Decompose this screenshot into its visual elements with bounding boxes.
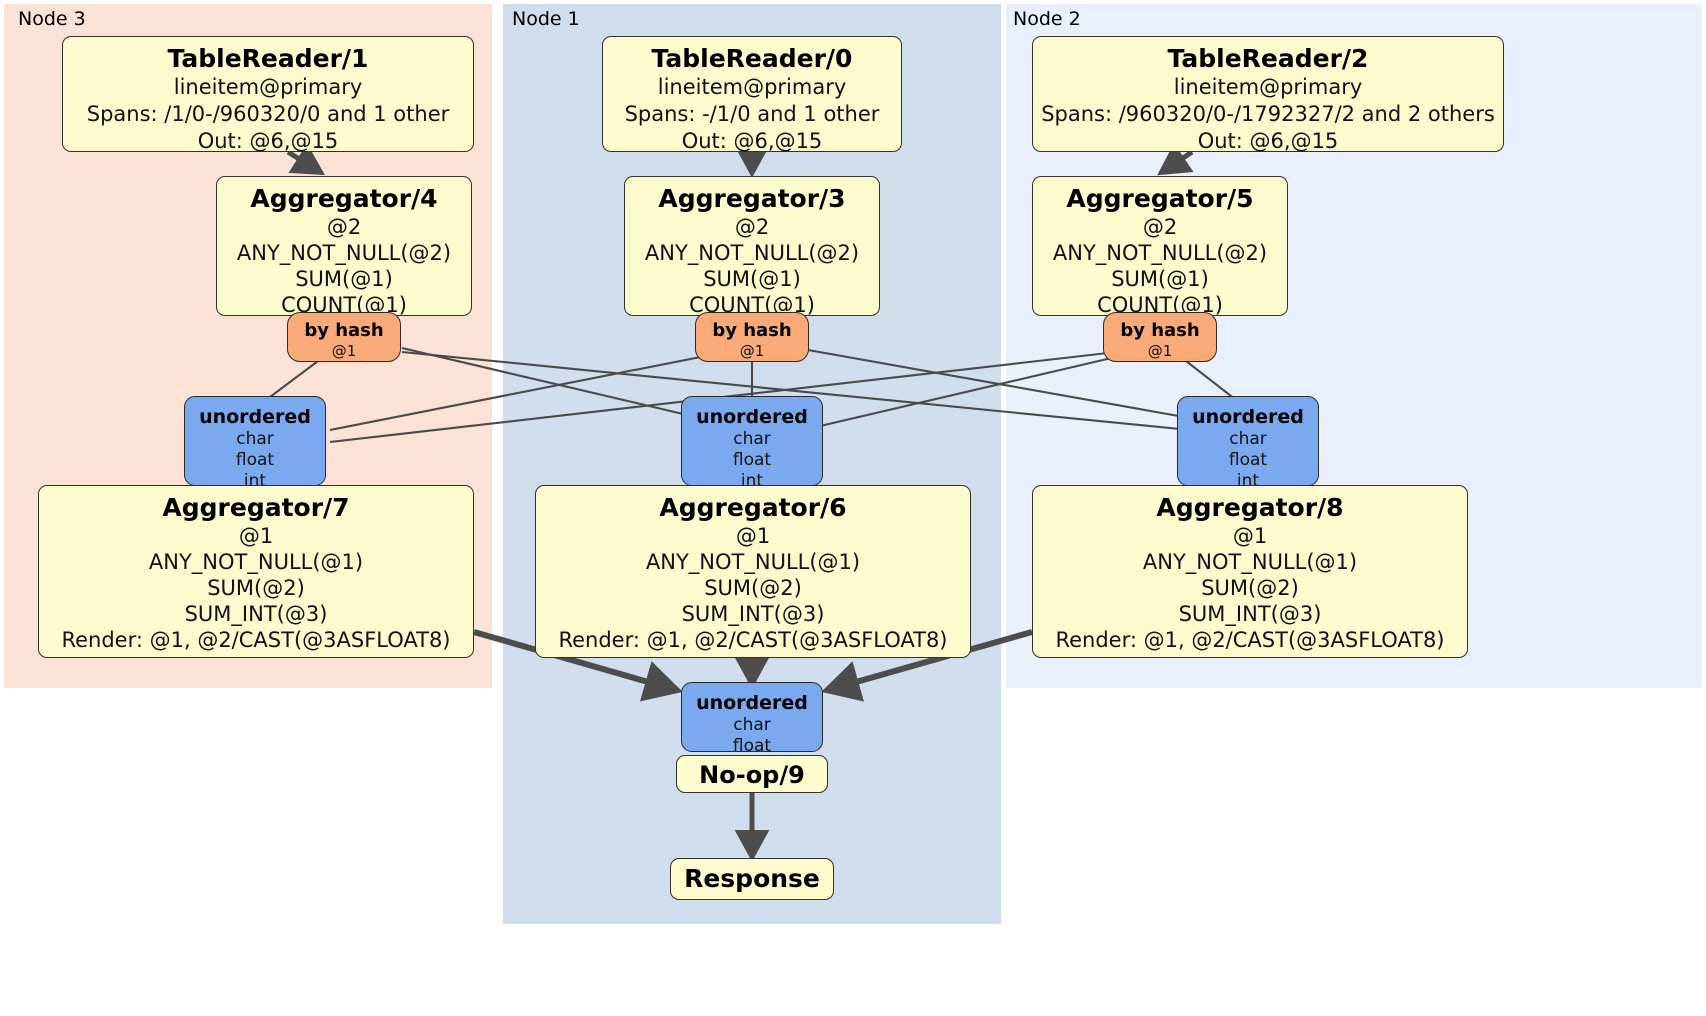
processor-table-reader-2[interactable]: TableReader/2 lineitem@primary Spans: /9… <box>1032 36 1504 153</box>
node-line: SUM(@1) <box>295 267 393 291</box>
stream-line: float <box>732 450 772 470</box>
panel-node2-label: Node 2 <box>1013 8 1081 30</box>
node-line: @1 <box>1232 524 1268 548</box>
stream-line: float <box>1228 450 1268 470</box>
node-line: @2 <box>734 215 770 239</box>
stream-line: char <box>733 429 771 449</box>
node-line: SUM(@2) <box>207 576 305 600</box>
node-line: Out: @6,@15 <box>681 129 823 153</box>
node-title: TableReader/1 <box>167 44 369 73</box>
processor-aggregator-8[interactable]: Aggregator/8 @1 ANY_NOT_NULL(@1) SUM(@2)… <box>1032 485 1468 658</box>
stream-unordered-node3[interactable]: unordered char float int <box>184 396 326 491</box>
node-response[interactable]: Response <box>670 858 834 900</box>
node-title: TableReader/2 <box>1167 44 1369 73</box>
node-title: Aggregator/7 <box>162 493 350 522</box>
node-title: No-op/9 <box>699 761 805 789</box>
node-title: TableReader/0 <box>651 44 853 73</box>
node-line: SUM(@2) <box>1201 576 1299 600</box>
router-by-hash-node1[interactable]: by hash @1 <box>695 312 809 362</box>
node-line: SUM(@2) <box>704 576 802 600</box>
node-title: Aggregator/6 <box>659 493 847 522</box>
node-line: SUM_INT(@3) <box>1178 602 1322 626</box>
stream-title: unordered <box>696 692 808 714</box>
node-line: Render: @1, @2/CAST(@3ASFLOAT8) <box>1055 628 1445 652</box>
stream-line: char <box>733 715 771 735</box>
router-line: @1 <box>1147 342 1173 360</box>
node-title: Aggregator/5 <box>1066 184 1254 213</box>
router-line: @1 <box>331 342 357 360</box>
router-title: by hash <box>712 320 792 341</box>
node-line: Render: @1, @2/CAST(@3ASFLOAT8) <box>61 628 451 652</box>
node-line: Spans: /1/0-/960320/0 and 1 other <box>86 102 450 126</box>
processor-table-reader-0[interactable]: TableReader/0 lineitem@primary Spans: -/… <box>602 36 902 153</box>
node-line: Render: @1, @2/CAST(@3ASFLOAT8) <box>558 628 948 652</box>
node-line: ANY_NOT_NULL(@1) <box>645 550 861 574</box>
node-line: lineitem@primary <box>173 75 363 99</box>
node-line: Spans: /960320/0-/1792327/2 and 2 others <box>1041 102 1495 126</box>
panel-node3-label: Node 3 <box>18 8 86 30</box>
stream-unordered-final[interactable]: unordered char float <box>681 682 823 756</box>
stream-title: unordered <box>1192 406 1304 428</box>
router-line: @1 <box>739 342 765 360</box>
node-line: ANY_NOT_NULL(@1) <box>148 550 364 574</box>
node-line: Out: @6,@15 <box>1197 129 1339 153</box>
router-title: by hash <box>1120 320 1200 341</box>
node-title: Aggregator/3 <box>658 184 846 213</box>
stream-unordered-node2[interactable]: unordered char float int <box>1177 396 1319 491</box>
stream-line: char <box>1229 429 1267 449</box>
stream-line: float <box>732 736 772 756</box>
node-line: ANY_NOT_NULL(@2) <box>1052 241 1268 265</box>
stream-line: float <box>235 450 275 470</box>
node-line: Out: @6,@15 <box>197 129 339 153</box>
node-line: ANY_NOT_NULL(@2) <box>236 241 452 265</box>
stream-unordered-node1[interactable]: unordered char float int <box>681 396 823 491</box>
stream-title: unordered <box>696 406 808 428</box>
router-by-hash-node3[interactable]: by hash @1 <box>287 312 401 362</box>
processor-table-reader-1[interactable]: TableReader/1 lineitem@primary Spans: /1… <box>62 36 474 153</box>
node-line: SUM_INT(@3) <box>184 602 328 626</box>
processor-aggregator-3[interactable]: Aggregator/3 @2 ANY_NOT_NULL(@2) SUM(@1)… <box>624 176 880 317</box>
node-line: @2 <box>1142 215 1178 239</box>
node-title: Aggregator/8 <box>1156 493 1344 522</box>
stream-line: char <box>236 429 274 449</box>
node-line: lineitem@primary <box>657 75 847 99</box>
node-line: @1 <box>238 524 274 548</box>
node-line: ANY_NOT_NULL(@1) <box>1142 550 1358 574</box>
processor-aggregator-5[interactable]: Aggregator/5 @2 ANY_NOT_NULL(@2) SUM(@1)… <box>1032 176 1288 317</box>
router-by-hash-node2[interactable]: by hash @1 <box>1103 312 1217 362</box>
node-line: SUM(@1) <box>703 267 801 291</box>
processor-aggregator-7[interactable]: Aggregator/7 @1 ANY_NOT_NULL(@1) SUM(@2)… <box>38 485 474 658</box>
node-line: SUM(@1) <box>1111 267 1209 291</box>
node-title: Aggregator/4 <box>250 184 438 213</box>
processor-aggregator-6[interactable]: Aggregator/6 @1 ANY_NOT_NULL(@1) SUM(@2)… <box>535 485 971 658</box>
node-line: @2 <box>326 215 362 239</box>
node-line: Spans: -/1/0 and 1 other <box>624 102 880 126</box>
node-line: SUM_INT(@3) <box>681 602 825 626</box>
processor-aggregator-4[interactable]: Aggregator/4 @2 ANY_NOT_NULL(@2) SUM(@1)… <box>216 176 472 317</box>
panel-node1-label: Node 1 <box>512 8 580 30</box>
node-line: @1 <box>735 524 771 548</box>
router-title: by hash <box>304 320 384 341</box>
node-line: lineitem@primary <box>1173 75 1363 99</box>
node-line: ANY_NOT_NULL(@2) <box>644 241 860 265</box>
stream-title: unordered <box>199 406 311 428</box>
processor-no-op-9[interactable]: No-op/9 <box>676 755 828 793</box>
node-title: Response <box>684 864 820 893</box>
